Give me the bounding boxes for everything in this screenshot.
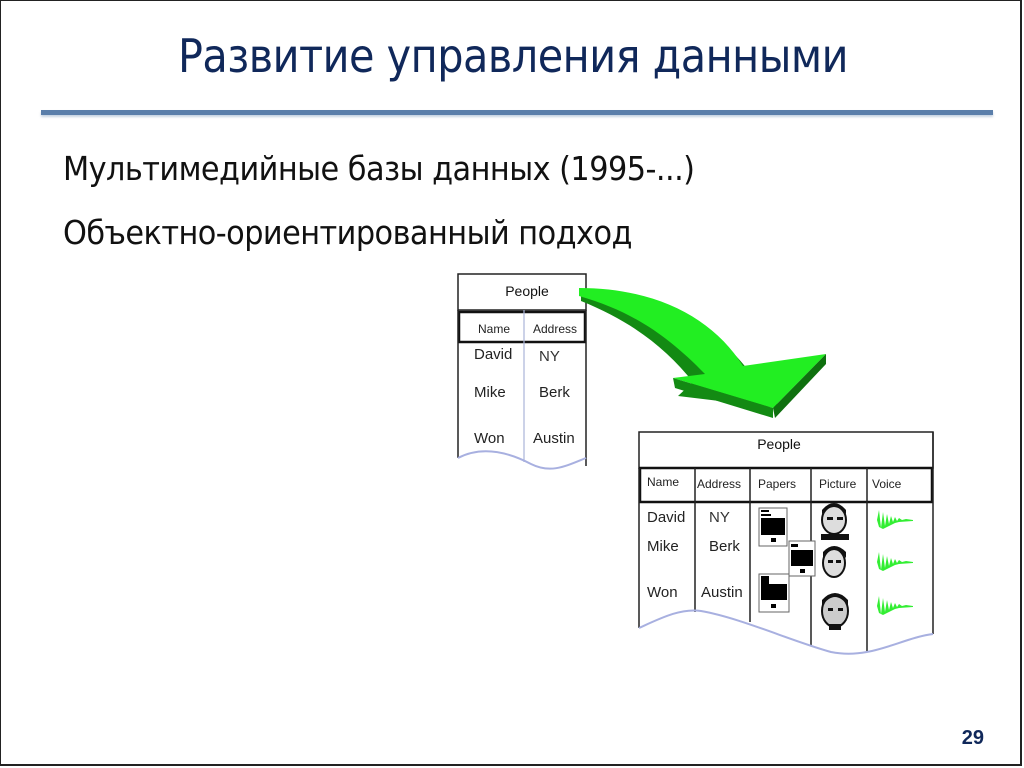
old-people-table: People Name Address David NY Mike Berk W… — [457, 273, 587, 470]
face-photo-icon — [821, 503, 849, 540]
new-cell: David — [647, 509, 685, 526]
new-col-name: Name — [647, 475, 679, 489]
new-table-caption: People — [757, 436, 801, 452]
old-table-caption: People — [505, 283, 549, 299]
old-cell: Berk — [539, 384, 570, 401]
old-cell: Mike — [474, 384, 506, 401]
face-photo-icon — [821, 593, 849, 630]
new-col-voice: Voice — [872, 477, 902, 491]
new-cell: Austin — [701, 584, 743, 601]
db-evolution-figure: People Name Address David NY Mike Berk W… — [451, 266, 951, 666]
old-col-address: Address — [533, 322, 577, 336]
new-col-papers: Papers — [758, 477, 796, 491]
old-cell: NY — [539, 348, 560, 365]
old-col-name: Name — [478, 322, 510, 336]
document-icon — [788, 540, 816, 577]
new-people-table: People Name Address Papers Picture Voice… — [638, 431, 934, 655]
new-cell: Mike — [647, 538, 679, 555]
bullet-multimedia-db: Мультимедийные базы данных (1995-...) — [63, 149, 695, 188]
new-cell: NY — [709, 509, 730, 526]
new-col-picture: Picture — [819, 477, 857, 491]
bullet-oo-approach: Объектно-ориентированный подход — [63, 213, 632, 252]
sound-wave-icon — [877, 510, 913, 529]
document-icon — [758, 573, 790, 613]
new-cell: Won — [647, 584, 678, 601]
slide-title: Развитие управления данными — [177, 29, 849, 83]
old-cell: Won — [474, 430, 505, 447]
title-divider — [41, 110, 993, 115]
curved-arrow-icon — [579, 288, 826, 418]
new-col-address: Address — [697, 477, 741, 491]
sound-wave-icon — [877, 596, 913, 615]
face-photo-icon — [822, 546, 846, 578]
page-number: 29 — [961, 727, 984, 749]
old-cell: Austin — [533, 430, 575, 447]
old-cell: David — [474, 346, 512, 363]
new-cell: Berk — [709, 538, 740, 555]
sound-wave-icon — [877, 552, 913, 571]
document-icon — [758, 507, 788, 547]
